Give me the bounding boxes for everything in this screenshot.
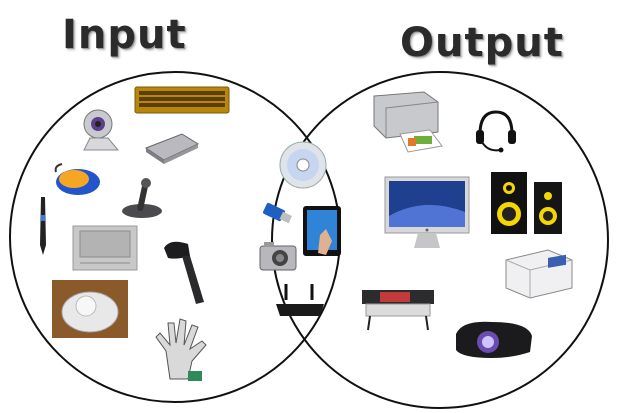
data-glove-icon <box>155 318 207 381</box>
wireless-router-icon <box>276 284 324 316</box>
usb-flash-drive-icon <box>263 202 293 224</box>
webcam-icon <box>83 109 120 151</box>
keyboard-icon <box>134 86 230 114</box>
stylus-pen-icon <box>40 197 46 255</box>
headset-icon <box>476 110 516 153</box>
output-title: Output <box>400 20 564 66</box>
cd-disc-icon <box>279 141 327 189</box>
touchpad-icon <box>72 225 138 271</box>
speakers-icon <box>491 172 562 234</box>
trackball-icon <box>52 280 128 338</box>
barcode-scanner-icon <box>164 241 204 304</box>
scanner-icon <box>144 133 200 164</box>
monitor-icon <box>384 176 470 248</box>
tablet-touchscreen-icon <box>303 206 341 256</box>
output-circle <box>271 71 609 409</box>
printer-icon <box>373 91 443 153</box>
laser-printer-icon <box>505 249 573 299</box>
input-title: Input <box>62 12 187 58</box>
projector-icon <box>456 321 532 358</box>
digital-camera-icon <box>259 242 297 271</box>
plotter-icon <box>362 290 434 331</box>
mouse-icon <box>54 163 100 195</box>
joystick-icon <box>122 178 162 218</box>
